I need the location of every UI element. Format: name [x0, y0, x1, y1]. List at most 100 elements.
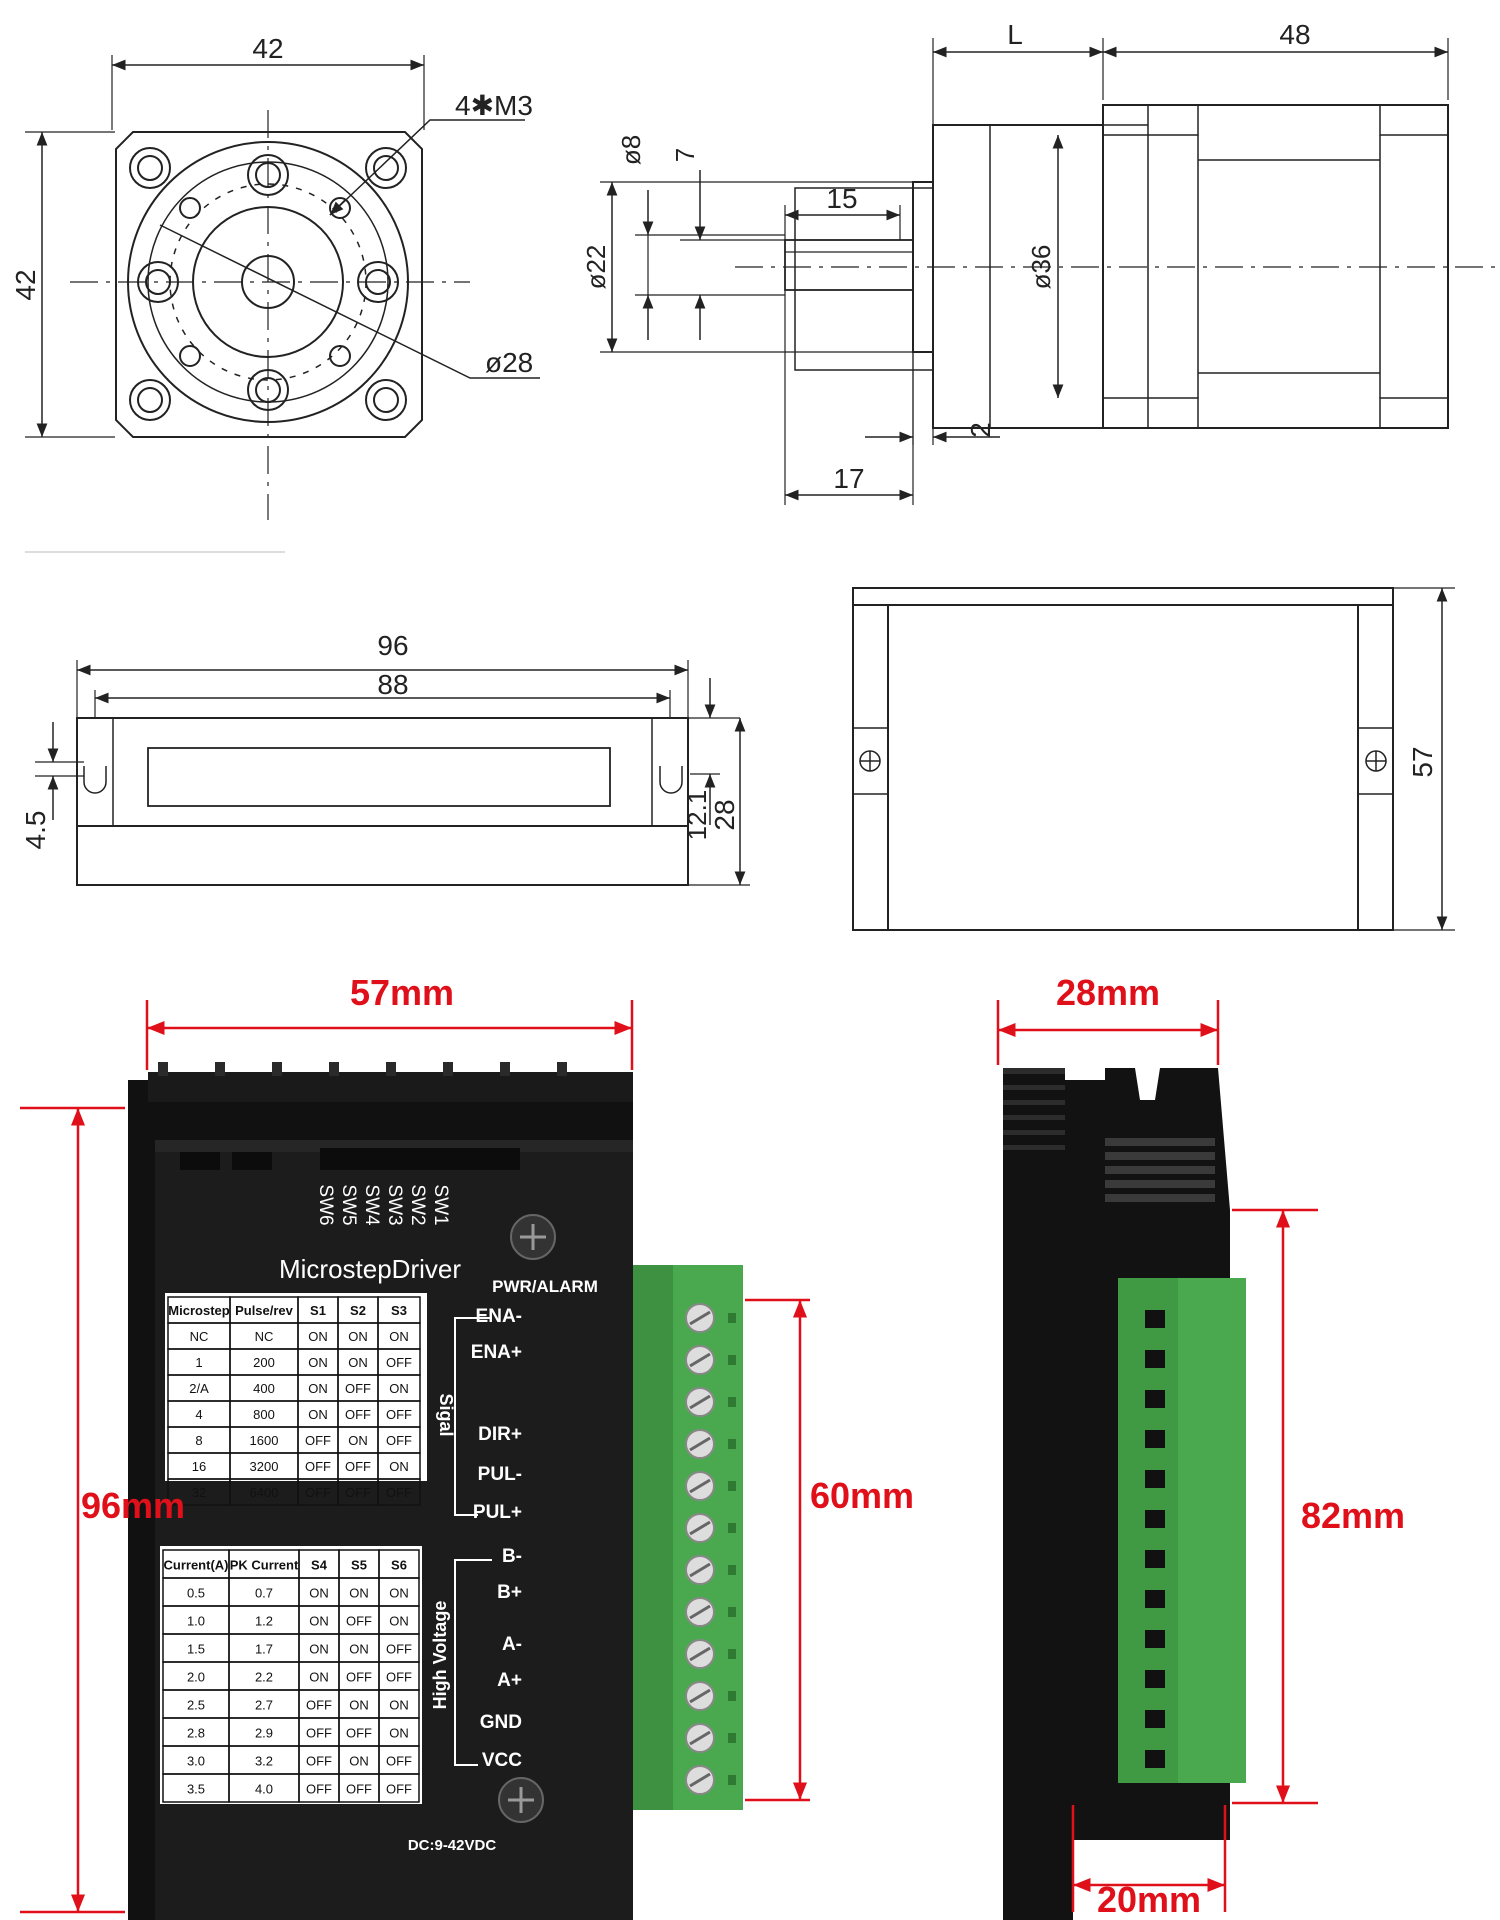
brand-label: MicrostepDriver: [279, 1254, 461, 1284]
table-cell: 2.2: [255, 1670, 273, 1685]
table-cell: 1.0: [187, 1614, 205, 1629]
terminal-label: B+: [497, 1582, 522, 1603]
table-cell: 2.8: [187, 1726, 205, 1741]
shaft-dia-label: ø8: [616, 135, 646, 165]
terminal-marker: [728, 1691, 736, 1701]
table-cell: ON: [309, 1614, 329, 1629]
table-cell: 2/A: [189, 1381, 209, 1396]
table-cell-border: [378, 1773, 420, 1803]
table-cell: 0.5: [187, 1586, 205, 1601]
table-cell: 400: [253, 1381, 275, 1396]
table-header-cell: S4: [311, 1558, 328, 1573]
table-cell: 800: [253, 1407, 275, 1422]
table-cell: OFF: [386, 1754, 412, 1769]
terminal-opening: [1145, 1470, 1165, 1488]
table-cell: 32: [192, 1485, 206, 1500]
terminal-opening: [1145, 1510, 1165, 1528]
table-cell: ON: [349, 1586, 369, 1601]
table-cell: ON: [308, 1407, 328, 1422]
side-height-label: 82mm: [1301, 1495, 1405, 1536]
table-cell: 2.5: [187, 1698, 205, 1713]
driver-top-view: [35, 660, 750, 886]
table-cell: OFF: [386, 1485, 412, 1500]
driver-height-12-label: 12.1: [682, 790, 712, 841]
terminal-screw-slot: [689, 1772, 711, 1788]
table-cell: ON: [389, 1726, 409, 1741]
terminal-screw-slot: [689, 1688, 711, 1704]
table-cell: OFF: [345, 1407, 371, 1422]
table-cell: 2.0: [187, 1670, 205, 1685]
terminal-label: PUL-: [478, 1464, 522, 1485]
body-dia-label: ø36: [1026, 245, 1056, 290]
table-cell: 6400: [250, 1485, 279, 1500]
terminal-marker: [728, 1649, 736, 1659]
photo-front-dims: [20, 1000, 810, 1914]
motor-front-view: [25, 55, 540, 520]
terminal-label: A+: [497, 1670, 522, 1691]
table-cell: 1.7: [255, 1642, 273, 1657]
terminal-label: A-: [502, 1634, 522, 1655]
table-cell: ON: [309, 1586, 329, 1601]
dc-voltage-label: DC:9-42VDC: [408, 1837, 497, 1854]
front-width-label: 42: [252, 33, 283, 64]
table-cell: OFF: [346, 1726, 372, 1741]
dip-switch-label: SW4: [361, 1184, 382, 1226]
table-cell: OFF: [386, 1670, 412, 1685]
photo-height-label: 96mm: [81, 1485, 185, 1526]
terminal-screw-slot: [689, 1646, 711, 1662]
table-cell: ON: [389, 1381, 409, 1396]
dip-switch-label: SW3: [384, 1184, 405, 1225]
table-cell: 3200: [250, 1459, 279, 1474]
terminal-marker: [728, 1565, 736, 1575]
terminal-opening: [1145, 1430, 1165, 1448]
terminal-marker: [728, 1523, 736, 1533]
table-cell: OFF: [346, 1782, 372, 1797]
table-cell: OFF: [386, 1407, 412, 1422]
terminal-label: B-: [502, 1546, 522, 1567]
driver-width-96-label: 96: [377, 630, 408, 661]
table-header-cell: S2: [350, 1303, 366, 1318]
table-cell: ON: [308, 1329, 328, 1344]
table-cell: 3.5: [187, 1782, 205, 1797]
table-cell: OFF: [386, 1642, 412, 1657]
table-cell: ON: [349, 1642, 369, 1657]
terminal-label: ENA+: [471, 1342, 522, 1363]
bolt-circle-label: ø28: [485, 347, 533, 378]
terminal-opening: [1145, 1550, 1165, 1568]
terminal-marker: [728, 1775, 736, 1785]
photo-side-dims: [996, 1000, 1318, 1912]
terminal-marker: [728, 1607, 736, 1617]
terminal-screw-slot: [689, 1730, 711, 1746]
table-cell: ON: [348, 1433, 368, 1448]
length-L-label: L: [1007, 19, 1023, 50]
table-cell-border: [377, 1478, 421, 1506]
table-header-cell: S3: [391, 1303, 407, 1318]
pwr-alarm-label: PWR/ALARM: [492, 1277, 598, 1296]
table-cell: 2.7: [255, 1698, 273, 1713]
table-cell: NC: [255, 1329, 274, 1344]
terminal-screw-slot: [689, 1310, 711, 1326]
side-width-label: 28mm: [1056, 972, 1160, 1013]
terminal-span-label: 60mm: [810, 1475, 914, 1516]
flat-label: 7: [670, 148, 700, 162]
terminal-opening: [1145, 1750, 1165, 1768]
terminal-marker: [728, 1733, 736, 1743]
slot-width-label: 4.5: [20, 811, 51, 850]
terminal-opening: [1145, 1350, 1165, 1368]
table-cell: ON: [389, 1698, 409, 1713]
side-bottom-label: 20mm: [1097, 1879, 1201, 1920]
motor-side-view: [600, 38, 1495, 505]
table-cell: ON: [348, 1355, 368, 1370]
table-cell: 4.0: [255, 1782, 273, 1797]
table-cell: ON: [309, 1642, 329, 1657]
driver-height-28-label: 28: [709, 799, 740, 830]
terminal-label: DIR+: [478, 1424, 522, 1445]
terminal-marker: [728, 1481, 736, 1491]
terminal-screw-slot: [689, 1562, 711, 1578]
table-header-cell: S1: [310, 1303, 326, 1318]
boss-height-label: 2: [965, 422, 996, 438]
table-cell: 3.0: [187, 1754, 205, 1769]
terminal-screw-slot: [689, 1352, 711, 1368]
